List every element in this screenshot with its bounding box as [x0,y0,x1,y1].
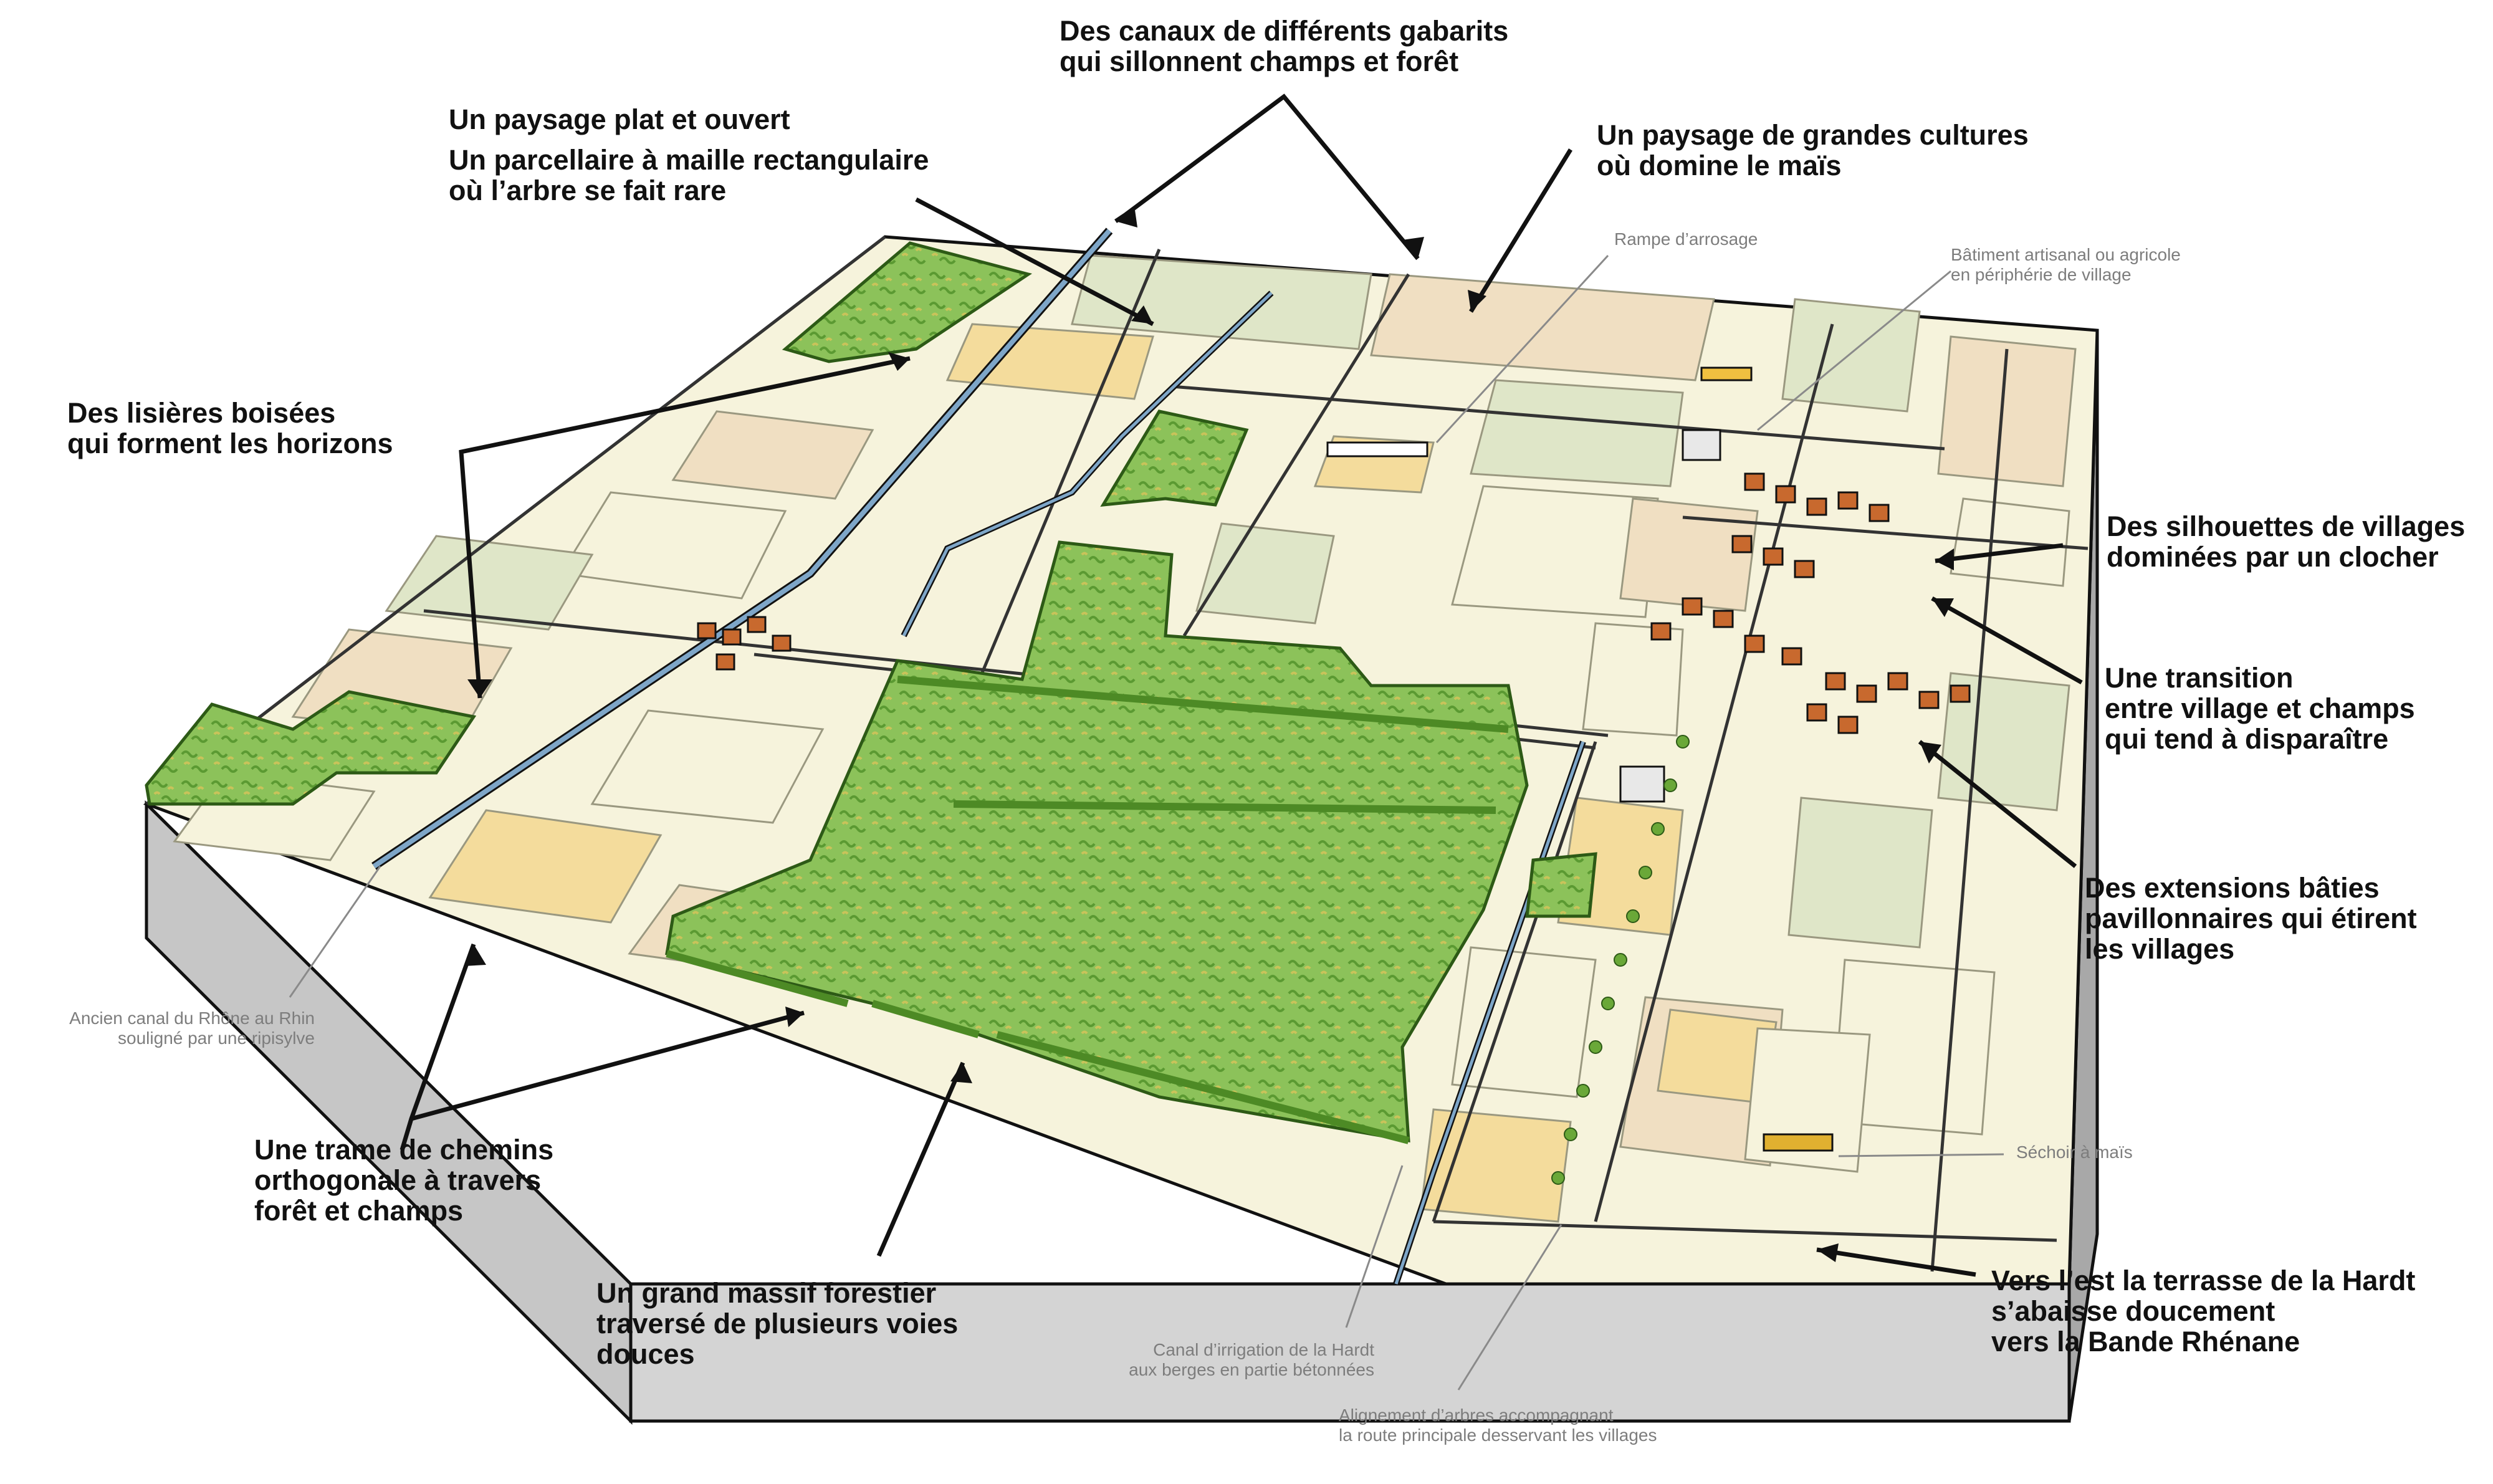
label-silhouettes: Des silhouettes de villages dominées par… [2107,511,2465,572]
label-extensions-line1: Des extensions bâties [2085,872,2380,904]
small-label-canal-irrigation-line1: Canal d’irrigation de la Hardt [1153,1340,1374,1359]
label-parcellaire-line1: Un parcellaire à maille rectangulaire [449,144,929,176]
label-canaux: Des canaux de différents gabarits qui si… [1060,16,1508,77]
tree-alignment [1551,735,1690,1185]
field-parcel [1937,335,2077,487]
field-parcel [559,491,787,600]
small-label-canal-irrigation: Canal d’irrigation de la Hardt aux berge… [1060,1340,1374,1380]
label-trame-line1: Une trame de chemins [254,1134,554,1166]
label-massif: Un grand massif forestier traversé de pl… [596,1278,958,1369]
small-label-batiment-line2: en périphérie de village [1951,265,2132,284]
annotation-lines [289,254,2004,1391]
forests [145,241,1597,1143]
field-parcel [945,323,1154,400]
field-parcel [1470,379,1684,487]
label-terrasse-line2: s’abaisse doucement [1991,1295,2275,1327]
label-lisieres-line1: Des lisières boisées [67,397,336,429]
small-label-alignement-line2: la route principale desservant les villa… [1339,1425,1657,1445]
field-parcel [1451,946,1597,1098]
field-parcel [1451,485,1659,618]
label-parcellaire: Un parcellaire à maille rectangulaire où… [449,145,929,206]
label-paysage-plat: Un paysage plat et ouvert [449,104,790,135]
label-extensions-line3: les villages [2085,933,2235,965]
label-canaux-line1: Des canaux de différents gabarits [1060,15,1509,47]
label-lisieres: Des lisières boisées qui forment les hor… [67,398,393,459]
label-massif-line3: douces [596,1338,695,1370]
field-parcel [1420,1108,1572,1223]
field-parcel [590,709,825,824]
small-label-batiment: Bâtiment artisanal ou agricole en périph… [1951,245,2181,285]
label-silhouettes-line2: dominées par un clocher [2107,541,2439,573]
field-parcel [1781,298,1921,413]
label-parcellaire-line2: où l’arbre se fait rare [449,175,727,206]
field-parcel [1195,522,1335,625]
small-label-canal-irrigation-line2: aux berges en partie bétonnées [1129,1360,1374,1379]
label-terrasse-line3: vers la Bande Rhénane [1991,1326,2300,1357]
label-transition-line3: qui tend à disparaître [2105,723,2389,755]
label-paysage-plat-line1: Un paysage plat et ouvert [449,103,790,135]
label-transition: Une transition entre village et champs q… [2105,663,2415,754]
forest-edges [666,676,1509,1144]
label-trame: Une trame de chemins orthogonale à trave… [254,1134,553,1226]
small-label-ancien-canal: Ancien canal du Rhône au Rhin souligné p… [12,1008,315,1048]
label-transition-line1: Une transition [2105,662,2294,694]
field-parcel [1619,497,1759,612]
small-label-rampe-line1: Rampe d’arrosage [1614,229,1758,249]
label-massif-line2: traversé de plusieurs voies [596,1308,959,1339]
label-massif-line1: Un grand massif forestier [596,1277,937,1309]
block-left-side [145,800,633,1425]
forest-strip [1100,409,1249,507]
small-label-alignement-line1: Alignement d’arbres accompagnant [1339,1405,1614,1425]
label-terrasse-line1: Vers l’est la terrasse de la Hardt [1991,1265,2416,1296]
field-parcel [1787,797,1933,949]
label-grandes-cultures-line1: Un paysage de grandes cultures [1597,119,2029,151]
small-label-ancien-canal-line1: Ancien canal du Rhône au Rhin [69,1008,315,1028]
forest-edge-west [145,690,477,806]
small-label-sechoir-line1: Séchoir à maïs [2016,1142,2133,1162]
label-silhouettes-line1: Des silhouettes de villages [2107,510,2466,542]
label-trame-line2: orthogonale à travers [254,1164,542,1196]
small-label-ancien-canal-line2: souligné par une ripisylve [118,1028,315,1048]
label-transition-line2: entre village et champs [2105,692,2415,724]
label-extensions-line2: pavillonnaires qui étirent [2085,902,2417,934]
label-terrasse: Vers l’est la terrasse de la Hardt s’aba… [1991,1265,2415,1357]
arrow-heads [464,206,1954,1262]
forest-small [1525,852,1597,918]
small-label-rampe: Rampe d’arrosage [1614,229,1758,249]
label-lisieres-line2: qui forment les horizons [67,428,393,459]
field-parcel [385,535,594,631]
small-label-batiment-line1: Bâtiment artisanal ou agricole [1951,245,2181,264]
forest-edge-north [782,241,1033,363]
label-grandes-cultures: Un paysage de grandes cultures où domine… [1597,120,2029,181]
leader-lines [400,93,2083,1277]
label-extensions: Des extensions bâties pavillonnaires qui… [2085,873,2417,964]
path-grid [145,236,2089,1272]
village-west [697,616,792,671]
farm-buildings [1326,366,1834,1152]
label-trame-line3: forêt et champs [254,1195,464,1227]
small-label-alignement: Alignement d’arbres accompagnant la rout… [1339,1405,1657,1445]
small-label-sechoir: Séchoir à maïs [2016,1142,2133,1162]
village-east [1650,472,1971,734]
field-parcel [671,410,874,500]
label-grandes-cultures-line2: où domine le maïs [1597,150,1842,181]
label-canaux-line2: qui sillonnent champs et forêt [1060,45,1459,77]
field-parcel [428,809,663,924]
